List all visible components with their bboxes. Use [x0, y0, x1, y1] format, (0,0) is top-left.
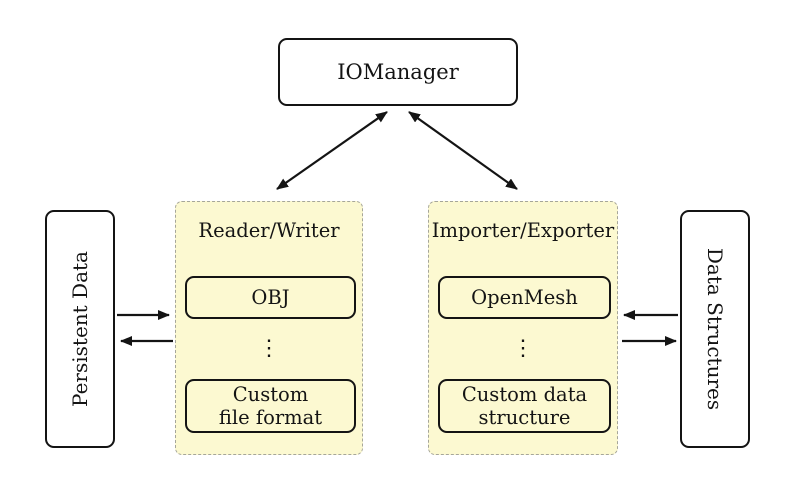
iomanager-box: IOManager [278, 38, 518, 106]
iomanager-label: IOManager [337, 60, 459, 84]
vertical-dots-icon: ⋮ [258, 336, 280, 361]
reader-writer-title: Reader/Writer [198, 219, 340, 242]
custom-data-structure-line2: structure [478, 406, 571, 429]
custom-file-format-line2: file format [218, 406, 323, 429]
custom-file-format-box: Custom file format [185, 379, 356, 433]
openmesh-box: OpenMesh [438, 276, 611, 319]
custom-data-structure-box: Custom data structure [438, 379, 611, 433]
arrow-iomanager-importerexporter [408, 111, 518, 190]
importer-exporter-title: Importer/Exporter [431, 219, 615, 242]
reader-writer-group: Reader/Writer OBJ ⋮ Custom file format [175, 201, 363, 455]
obj-box: OBJ [185, 276, 356, 319]
persistent-data-label: Persistent Data [68, 251, 93, 407]
data-structures-label: Data Structures [703, 247, 727, 411]
custom-data-structure-line1: Custom data [461, 383, 588, 406]
openmesh-label: OpenMesh [471, 286, 578, 309]
data-structures-box: Data Structures [680, 210, 750, 448]
ellipsis-reader-writer: ⋮ [176, 330, 362, 368]
persistent-data-box: Persistent Data [45, 210, 115, 448]
arrow-iomanager-readerwriter [276, 111, 388, 190]
custom-file-format-line1: Custom [232, 383, 309, 406]
obj-label: OBJ [251, 286, 290, 309]
vertical-dots-icon: ⋮ [512, 336, 534, 361]
ellipsis-importer-exporter: ⋮ [429, 330, 617, 368]
importer-exporter-group: Importer/Exporter OpenMesh ⋮ Custom data… [428, 201, 618, 455]
